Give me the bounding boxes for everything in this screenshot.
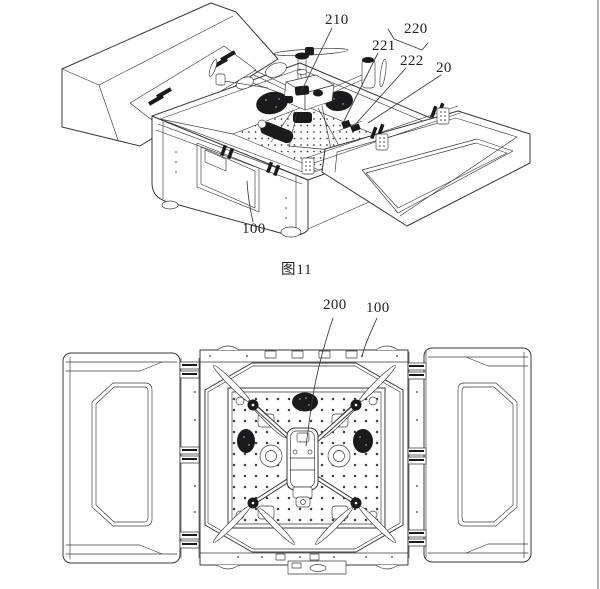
hinge-blocks [179, 361, 427, 549]
ref-label-220: 220 [404, 21, 428, 37]
ref-label-20: 20 [436, 60, 452, 76]
ref-label-100-fig11: 100 [242, 221, 266, 237]
figure12-drawing [62, 317, 532, 575]
figure11-leader-lines [246, 27, 442, 223]
figure12-leader-lines [305, 317, 378, 447]
figure11-caption: 图11 [281, 262, 313, 278]
ref-label-210: 210 [325, 12, 349, 28]
ref-label-221: 221 [372, 38, 396, 54]
ref-label-200: 200 [323, 297, 347, 313]
ref-label-222: 222 [400, 53, 424, 69]
figure11-drawing [61, 2, 531, 238]
ref-label-100-fig12: 100 [366, 300, 390, 316]
